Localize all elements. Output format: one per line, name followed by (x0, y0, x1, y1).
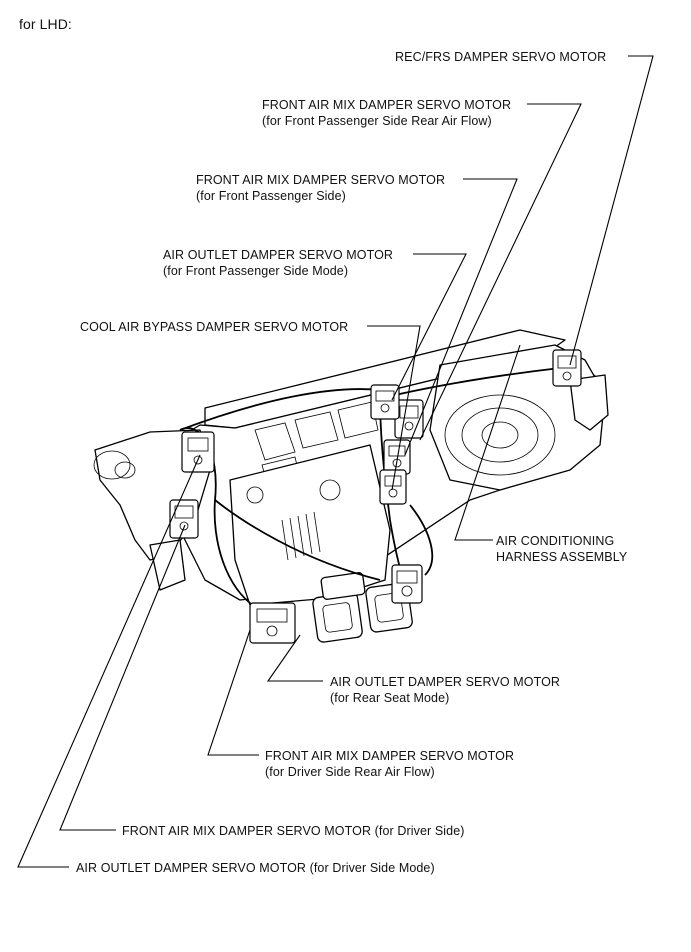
rec-frs-servo-motor (552, 349, 582, 387)
leader-fam-fp-rear (419, 103, 582, 441)
leader-cool-bypass (367, 325, 421, 491)
hvac-housing (93, 329, 609, 643)
leader-lines (17, 55, 654, 868)
leader-aod-fp-mode (391, 253, 467, 401)
label-fam-fp-servo: FRONT AIR MIX DAMPER SERVO MOTOR (for Fr… (196, 173, 446, 203)
aod-fp-mode-servo-motor (370, 384, 400, 420)
leader-rec-frs (569, 55, 654, 366)
fam-dr-servo-motor (169, 499, 199, 539)
leader-ac-harness (454, 344, 521, 541)
leader-fam-fp (404, 178, 518, 456)
lhd-header: for LHD: (19, 16, 72, 32)
leader-aod-dr-mode (17, 454, 201, 868)
leader-fam-dr (59, 524, 186, 831)
label-fam-dr-rear-servo: FRONT AIR MIX DAMPER SERVO MOTOR (for Dr… (265, 749, 515, 779)
label-fam-dr-servo: FRONT AIR MIX DAMPER SERVO MOTOR (for Dr… (122, 824, 465, 838)
label-aod-fp-mode-servo: AIR OUTLET DAMPER SERVO MOTOR (for Front… (163, 248, 394, 278)
label-fam-fp-rear-servo: FRONT AIR MIX DAMPER SERVO MOTOR (for Fr… (262, 98, 512, 128)
fam-fp-servo-motor (383, 439, 411, 475)
label-rec-frs-servo: REC/FRS DAMPER SERVO MOTOR (395, 50, 607, 64)
label-ac-harness: AIR CONDITIONING HARNESS ASSEMBLY (496, 534, 628, 564)
label-cool-bypass-servo: COOL AIR BYPASS DAMPER SERVO MOTOR (80, 320, 349, 334)
leader-aod-rear (266, 634, 323, 682)
fam-dr-rear-servo-motor (249, 602, 296, 644)
label-aod-dr-mode-servo: AIR OUTLET DAMPER SERVO MOTOR (for Drive… (76, 861, 435, 875)
aod-rear-servo-motor (391, 564, 423, 604)
label-aod-rear-servo: AIR OUTLET DAMPER SERVO MOTOR (for Rear … (330, 675, 561, 705)
aod-dr-mode-servo-motor (181, 431, 215, 473)
leader-fam-dr-rear (207, 629, 259, 756)
